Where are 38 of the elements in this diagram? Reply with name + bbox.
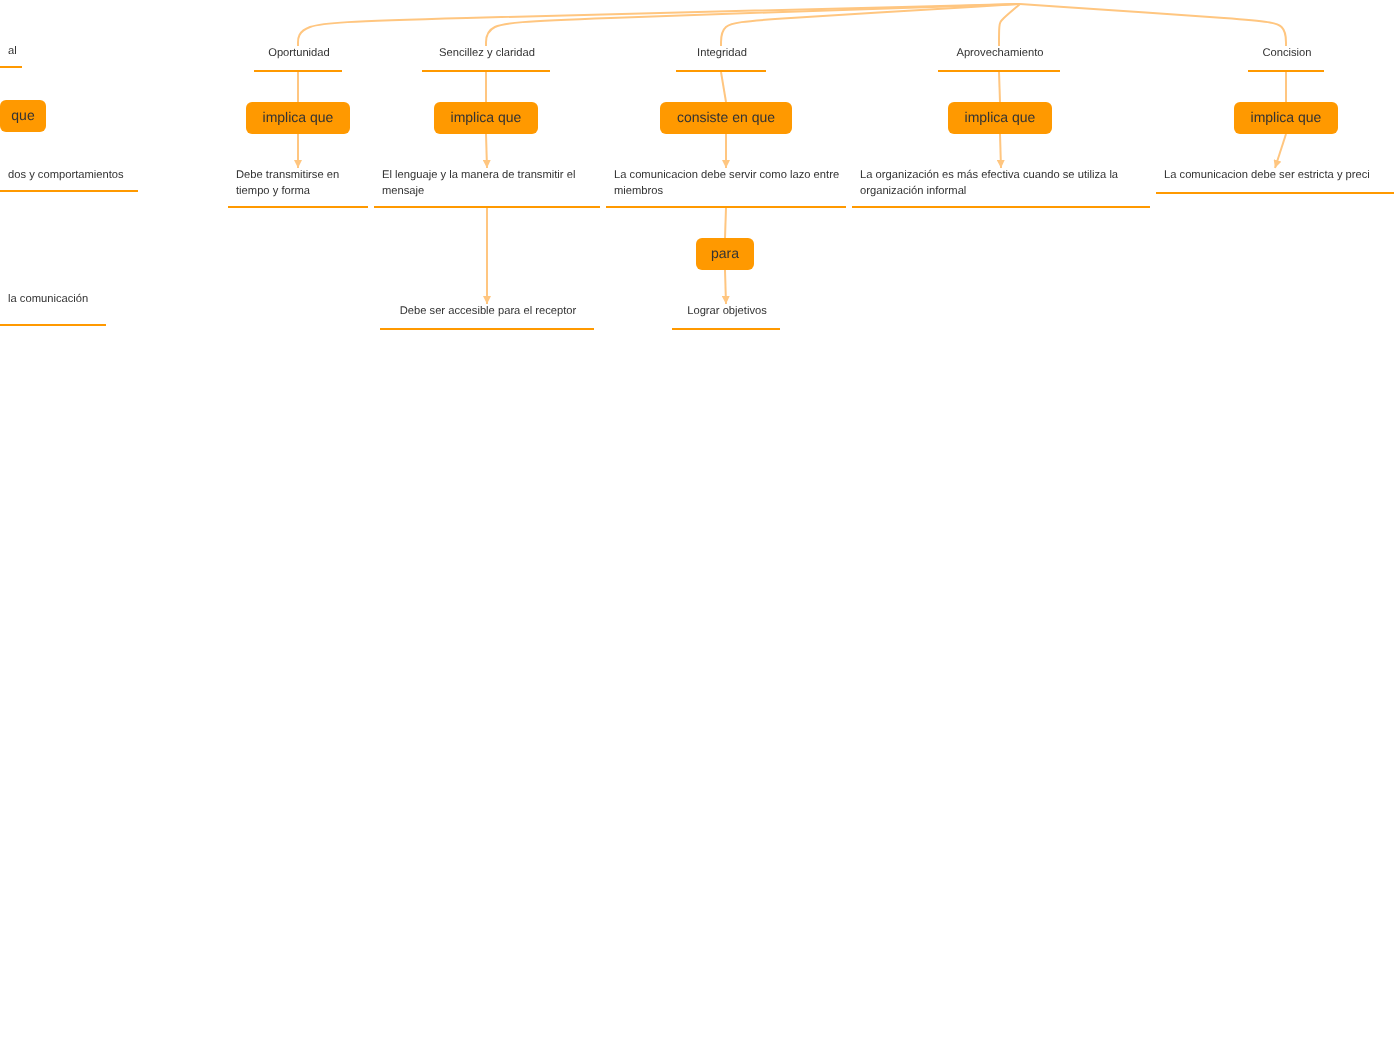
- connector-line: [485, 71, 487, 103]
- connector-line: [720, 3, 1021, 47]
- connector-label-box: [696, 238, 754, 270]
- topic-box: [228, 168, 368, 208]
- topic-box: [0, 292, 106, 326]
- connector-line: [998, 71, 1001, 103]
- connector-label-box: [246, 102, 350, 134]
- topic-box: [672, 304, 780, 330]
- topic-box: [1156, 168, 1394, 194]
- topic-box: [0, 168, 138, 192]
- topic-box: [1248, 46, 1324, 72]
- topic-box: [380, 304, 594, 330]
- connector-line: [722, 133, 730, 169]
- topic-box: [606, 168, 846, 208]
- connector-line: [724, 207, 727, 239]
- connector-label-box: [948, 102, 1052, 134]
- topic-box: [254, 46, 342, 72]
- connector-label-box: [0, 100, 46, 132]
- connector-line: [1285, 71, 1287, 103]
- connector-line: [482, 133, 491, 169]
- topic-box: [676, 46, 766, 72]
- connector-line: [721, 269, 730, 305]
- connector-label-box: [660, 102, 792, 134]
- connector-line: [996, 133, 1005, 169]
- topic-box: [422, 46, 550, 72]
- connector-line: [998, 3, 1021, 47]
- topic-box: [938, 46, 1060, 72]
- connector-line: [297, 71, 299, 103]
- connector-line: [1019, 3, 1287, 47]
- topic-box: [374, 168, 600, 208]
- connector-line: [294, 133, 302, 169]
- connector-line: [483, 207, 491, 305]
- connector-label-box: [434, 102, 538, 134]
- connector-label-box: [1234, 102, 1338, 134]
- connector-line: [720, 71, 727, 103]
- topic-box: [0, 44, 22, 68]
- topic-box: [852, 168, 1150, 208]
- connector-line: [1273, 133, 1287, 169]
